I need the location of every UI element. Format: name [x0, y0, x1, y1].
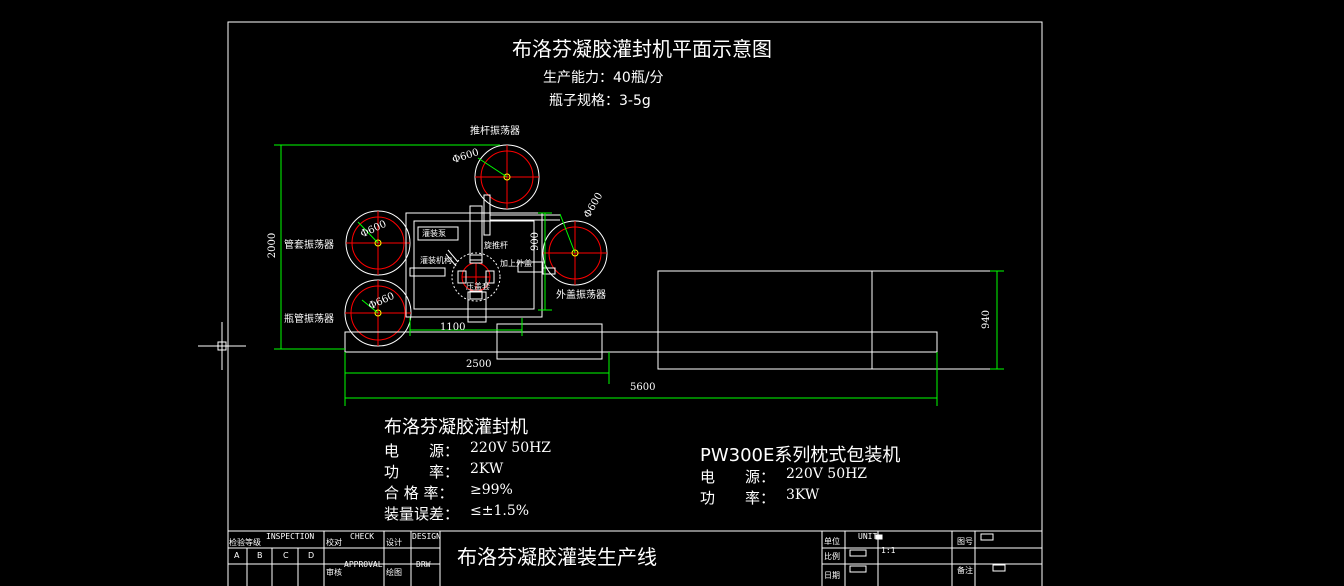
label-bottle-tube-vibrator: 瓶管振荡器: [284, 314, 334, 325]
dim-2000: 2000: [267, 232, 279, 259]
capacity-text: 生产能力：40瓶/分: [543, 70, 664, 86]
dim-900: 900: [530, 231, 542, 252]
machine1-power: 220V 50HZ: [470, 440, 552, 456]
tb-unit-cn: 单位: [824, 537, 840, 546]
machine2-rate: 3KW: [786, 487, 820, 503]
tb-inspection-cn: 检验等级: [229, 538, 261, 547]
label-outer-cap-vibrator: 外盖振荡器: [556, 290, 606, 301]
machine2-power: 220V 50HZ: [786, 466, 868, 482]
tb-drawing-no: 图号: [957, 537, 973, 546]
machine1-name: 布洛芬凝胶灌封机: [384, 417, 528, 438]
tb-grade-b: B: [257, 551, 263, 560]
machine2-power-label: 电 源：: [700, 468, 776, 486]
label-filling-mech: 灌装机构: [420, 256, 452, 265]
tb-date-cn: 日期: [824, 571, 840, 580]
tb-design-en: DESIGN: [412, 532, 441, 541]
tb-grade-d: D: [308, 551, 315, 560]
tb-inspection-en: INSPECTION: [266, 532, 315, 541]
dim-1100: 1100: [440, 322, 466, 333]
tb-check-cn: 校对: [326, 538, 342, 547]
machine2-name: PW300E系列枕式包装机: [700, 445, 901, 466]
tb-check-en: CHECK: [350, 532, 375, 541]
tb-design-cn: 设计: [386, 538, 402, 547]
drawing-title: 布洛芬凝胶灌封机平面示意图: [512, 37, 772, 61]
label-center-tag: 压盖套: [466, 282, 490, 291]
machine1-pass: ≥99%: [470, 482, 513, 498]
tb-approval-en: APPROVAL: [344, 560, 383, 569]
tb-drawn-en: DRW: [416, 560, 431, 569]
bottle-spec-text: 瓶子规格：3-5g: [549, 93, 651, 109]
dim-940: 940: [981, 309, 993, 330]
label-rotary-push: 旋推杆: [484, 241, 508, 250]
crosshair-cursor: [198, 322, 246, 370]
title-block-lines: [228, 530, 1042, 586]
tb-scale-val: 1:1: [881, 546, 896, 555]
machine2-rate-label: 功 率：: [700, 489, 776, 507]
machine1-rate: 2KW: [470, 461, 504, 477]
tb-approval-cn: 审核: [326, 568, 342, 577]
filling-machine-body: [405, 194, 560, 323]
drawing-frame: [227, 21, 1043, 586]
tb-scale-cn: 比例: [824, 552, 840, 561]
dimension-lines: [274, 144, 1004, 406]
tb-grade-a: A: [234, 551, 240, 560]
conveyor: [344, 270, 997, 370]
tb-drawn-cn: 绘图: [386, 568, 402, 577]
dim-5600: 5600: [630, 382, 656, 393]
machine1-pass-label: 合 格 率：: [384, 484, 454, 502]
tb-drawing-title: 布洛芬凝胶灌装生产线: [457, 545, 657, 569]
label-push-rod-vibrator: 推杆振荡器: [470, 126, 520, 137]
tb-unit-en: UNIT:: [858, 532, 883, 541]
dim-2500: 2500: [466, 359, 492, 370]
label-cap-add: 加上外盖: [500, 259, 532, 268]
machine1-rate-label: 功 率：: [384, 463, 460, 481]
label-box-tag: 灌装泵: [422, 229, 446, 238]
machine1-err: ≤±1.5%: [470, 503, 530, 519]
machine1-err-label: 装量误差：: [384, 505, 460, 523]
tb-grade-c: C: [283, 551, 289, 560]
label-tube-sleeve-vibrator: 管套振荡器: [284, 240, 334, 251]
tb-remark: 备注: [957, 566, 973, 575]
machine1-power-label: 电 源：: [384, 442, 460, 460]
